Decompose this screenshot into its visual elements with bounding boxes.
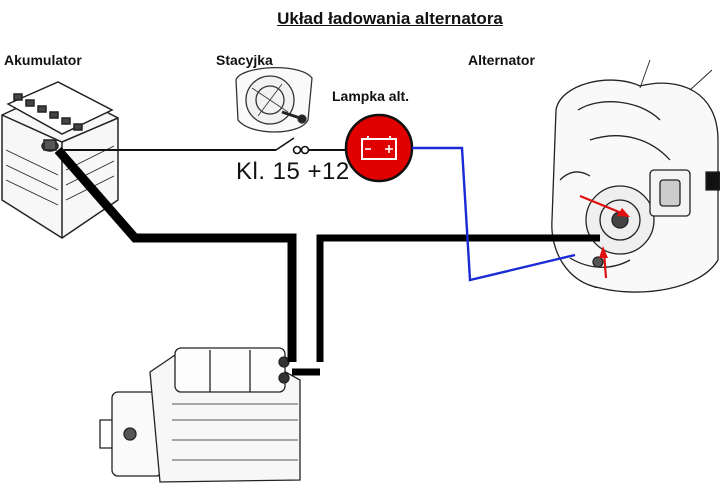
d-plus-signal-wire	[412, 146, 576, 282]
power-cable	[54, 147, 600, 376]
switch-contact-icon	[275, 137, 310, 155]
alternator-label: Alternator	[468, 52, 535, 68]
battery-label: Akumulator	[4, 52, 82, 68]
starter-motor-icon	[99, 347, 301, 483]
battery-icon	[1, 81, 119, 239]
ignition-switch-icon	[235, 67, 313, 133]
diagram-title: Układ ładowania alternatora	[277, 9, 503, 28]
charge-lamp-label: Lampka alt.	[332, 88, 410, 104]
b-plus-pointer-arrow	[579, 194, 630, 217]
terminal-15-label: Kl. 15 +12	[236, 158, 350, 185]
alternator-icon	[551, 59, 720, 293]
d-plus-pointer-arrow	[599, 246, 608, 279]
charge-lamp-icon	[344, 113, 414, 183]
ignition-switch-label: Stacyjka	[216, 52, 273, 68]
